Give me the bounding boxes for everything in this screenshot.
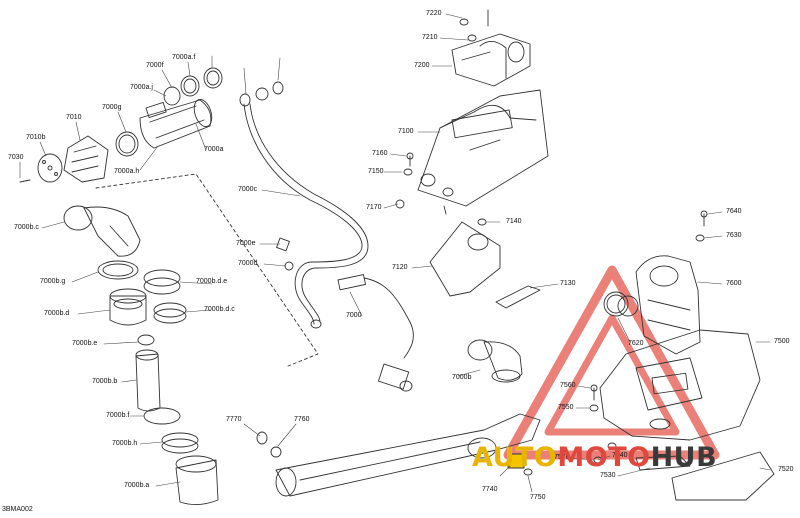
part-label: 7130 [560,280,576,287]
part-label: 7000b.e [72,340,98,347]
watermark-triangle-logo [503,265,720,460]
part-label: 7140 [506,218,522,225]
part-label: 7000b.f [106,412,130,419]
part-label: 7000 [346,312,362,319]
part-label: 7170 [366,204,382,211]
leader-lines [19,13,771,493]
part-label: 7000b.h [112,440,138,447]
part-label: 7740 [482,486,498,493]
watermark-part-3: HUB [650,442,718,473]
part-label: 7000b [452,374,472,381]
part-label: 7000d [238,260,258,267]
part-label: 7600 [726,280,742,287]
part-label: 7010b [26,134,46,141]
part-label: 7540 [612,452,628,459]
part-label: 7550 [558,404,574,411]
part-label: 7750 [530,494,546,501]
part-label: 7520 [778,466,794,473]
part-label: 7000b.d.c [204,306,235,313]
part-label: 7220 [426,10,442,17]
part-label: 7630 [726,232,742,239]
watermark-part-1: AUTO [472,442,558,473]
part-label: 7000f [146,62,164,69]
part-label: 7570 [554,454,570,461]
watermark-part-2: MOTO [557,442,651,473]
part-label: 7000b.c [14,224,39,231]
part-label: 7000a.j [130,84,153,91]
part-label: 7640 [726,208,742,215]
diagram-code: 3BMA002 [2,506,33,513]
part-label: 7000b.b [92,378,118,385]
drive-shaft [256,413,541,497]
part-label: 7010 [66,114,82,121]
part-label: 7760 [294,416,310,423]
part-label: 7000c [238,186,258,193]
part-label: 7000g [102,104,122,111]
part-label: 7000a.f [172,54,196,61]
part-label: 7500 [774,338,790,345]
part-label: 7770 [226,416,242,423]
part-label: 7530 [600,472,616,479]
part-label: 7560 [560,382,576,389]
lower-mount [589,329,775,501]
part-label: 7000b.d.e [196,278,228,285]
part-label: 7000b.g [40,278,66,285]
part-label: 7620 [628,340,644,347]
part-label: 7030 [8,154,24,161]
middle-bracket [429,218,541,309]
part-label: 7000a [204,146,224,153]
part-label: 7150 [368,168,384,175]
part-label: 7000a.h [114,168,140,175]
water-pump [467,339,523,383]
part-label: 7160 [372,150,388,157]
part-label: 7120 [392,264,408,271]
part-label: 7000e [236,240,256,247]
coolant-hose [243,103,369,329]
temperature-sensor [337,274,414,392]
part-label: 7000b.d [44,310,70,317]
main-mount [395,89,549,215]
upper-bracket [451,9,531,87]
part-label: 7000b.a [124,482,150,489]
watermark-logo-text: AUTOMOTOHUB [472,440,800,476]
rear-mount [603,210,708,355]
part-label: 7200 [414,62,430,69]
dashed-group-outline [95,173,319,367]
pump-assembly [63,205,219,505]
part-label: 7210 [422,34,438,41]
part-label: 7100 [398,128,414,135]
